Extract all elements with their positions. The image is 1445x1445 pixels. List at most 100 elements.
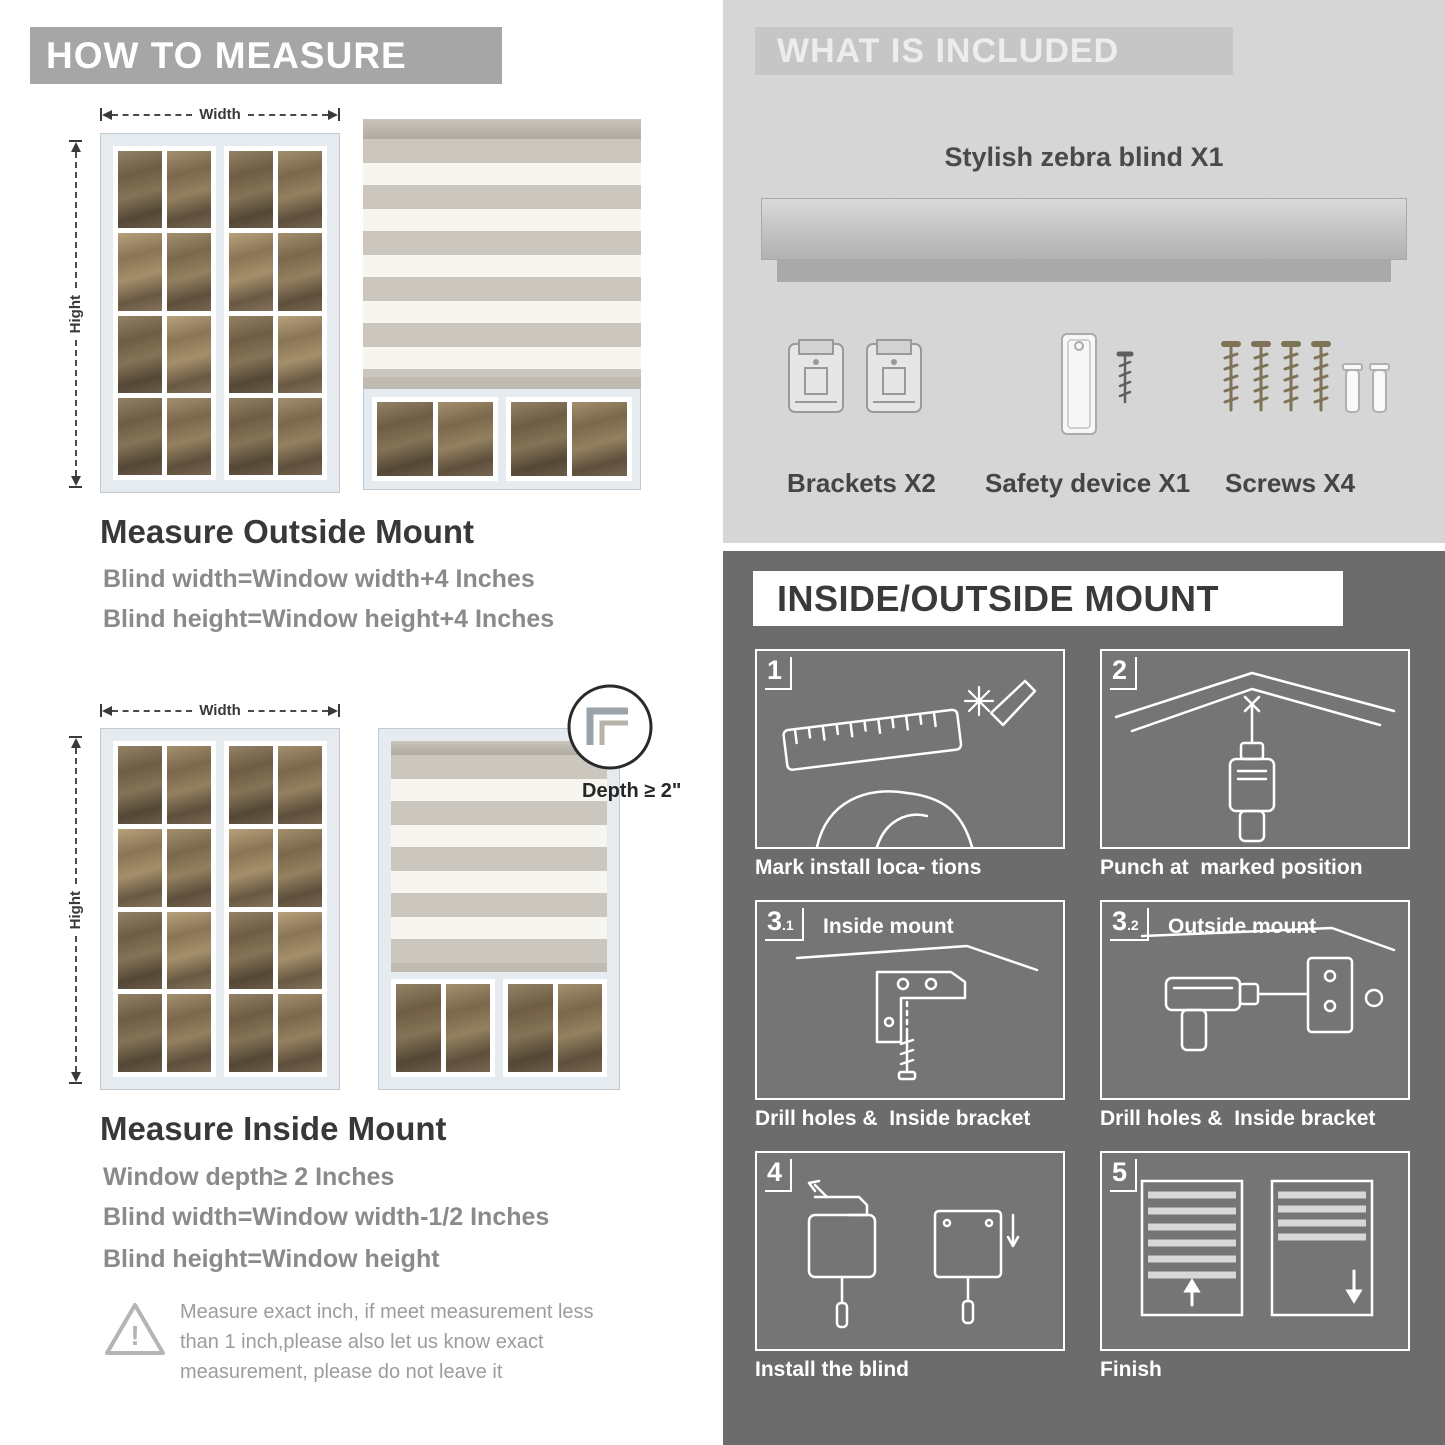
window-sash: [372, 397, 498, 481]
install-blind-illustration: [807, 1179, 1020, 1329]
step-panel-frame: 2: [1100, 649, 1410, 849]
window-pane: [118, 911, 162, 990]
width-arrow: Width: [100, 702, 341, 719]
inside-outside-mount-banner: INSIDE/OUTSIDE MOUNT: [753, 571, 1343, 626]
window-pane: [511, 402, 567, 476]
arrow-tick: [338, 108, 341, 121]
warning-icon: !: [103, 1300, 167, 1363]
arrow-line: [247, 709, 329, 712]
window-pane: [377, 402, 433, 476]
depth-label: Depth ≥ 2": [582, 780, 682, 802]
window-pane: [167, 994, 211, 1072]
arrow-tick: [100, 108, 102, 121]
window-illustration-outside: [100, 133, 340, 493]
width-label: Width: [199, 702, 241, 719]
window-pane: [167, 828, 211, 907]
arrow-tick: [338, 704, 341, 717]
outside-mount-bracket-illustration: [1140, 926, 1396, 1052]
arrow-line: [112, 709, 193, 712]
window-pane: [118, 828, 162, 907]
arrow-left-icon: [102, 705, 112, 716]
outside-mount-title: Measure Outside Mount: [100, 513, 475, 550]
blind-product-label: Stylish zebra blind X1: [944, 142, 1224, 172]
zebra-blind-inside-illustration: [378, 728, 620, 1090]
window-pane: [229, 994, 273, 1072]
window-pane: [229, 233, 273, 311]
step-panel-frame: 3.2 Outside mount: [1100, 900, 1410, 1100]
left-panel: HOW TO MEASURE Width Hight: [0, 0, 710, 1445]
mark-location-illustration: [782, 679, 1037, 847]
window-pane: [557, 984, 602, 1072]
arrow-tick: [69, 736, 82, 738]
zebra-blind-outside-illustration: [363, 119, 641, 490]
height-label: Hight: [67, 294, 84, 334]
window-pane: [229, 828, 273, 907]
window-pane: [437, 402, 493, 476]
included-section: WHAT IS INCLUDED Stylish zebra blind X1: [723, 0, 1445, 543]
window-pane: [229, 397, 273, 475]
step-panel-frame: 1: [755, 649, 1065, 849]
window-pane: [278, 233, 322, 311]
window-pane: [278, 994, 322, 1072]
window-pane: [167, 151, 211, 229]
punch-position-illustration: [1114, 671, 1396, 843]
arrow-down-icon: [70, 1072, 81, 1083]
outside-formula-height: Blind height=Window height+4 Inches: [103, 605, 555, 633]
window-pane: [167, 911, 211, 990]
mount-steps-grid: 1 Mark install loca- tions: [755, 649, 1410, 1382]
step-title: Outside mount: [1168, 915, 1317, 938]
window-pane: [167, 746, 211, 824]
step-panel-5: 5 Finish: [1100, 1151, 1410, 1382]
blind-bottom-rail: [391, 963, 607, 972]
step-number: 1: [765, 657, 793, 690]
mount-section: INSIDE/OUTSIDE MOUNT: [723, 551, 1445, 1445]
step-panel-4: 4 Install the blind: [755, 1151, 1065, 1382]
inside-mount-bracket-illustration: [795, 944, 1039, 1081]
headrail-image: [761, 198, 1407, 260]
bracket-icon: [788, 339, 844, 413]
window-sash: [224, 741, 327, 1077]
window-below-blind: [391, 972, 607, 1077]
bracket-icon: [866, 339, 922, 413]
window-pane: [167, 315, 211, 393]
arrow-line: [74, 748, 77, 884]
step-number: 3.2: [1110, 908, 1149, 941]
height-label: Hight: [67, 890, 84, 930]
step-caption: Mark install loca- tions: [755, 856, 982, 879]
window-sash: [391, 979, 495, 1077]
height-arrow: Hight: [67, 140, 84, 489]
width-label: Width: [199, 106, 241, 123]
blind-valance: [363, 119, 641, 139]
step-caption: Install the blind: [755, 1358, 910, 1381]
warning-text: Measure exact inch, if meet measurement …: [180, 1301, 594, 1383]
step-panel-2: 2 Punch at marked position: [1100, 649, 1410, 880]
step-number: 2: [1110, 657, 1138, 690]
screws-image: [1215, 334, 1397, 443]
window-sash: [506, 397, 632, 481]
blind-bottom-rail: [363, 377, 641, 389]
window-below-blind: [363, 389, 641, 490]
window-sash: [113, 146, 216, 480]
step-panel-frame: 4: [755, 1151, 1065, 1351]
arrow-up-icon: [70, 142, 81, 152]
depth-annotation-circle: [566, 683, 654, 771]
arrow-tick: [100, 704, 102, 717]
window-pane: [278, 911, 322, 990]
arrow-tick: [69, 1082, 82, 1085]
finish-blinds-illustration: [1140, 1179, 1374, 1317]
inside-formula-height: Blind height=Window height: [103, 1245, 440, 1273]
blind-stripes: [391, 755, 607, 963]
window-pane: [118, 397, 162, 475]
step-panel-3-1: 3.1 Inside mount Drill holes & Inside br…: [755, 900, 1065, 1131]
outside-formula-width: Blind width=Window width+4 Inches: [103, 565, 535, 593]
arrow-tick: [69, 140, 82, 142]
window-pane: [278, 746, 322, 824]
window-pane: [571, 402, 627, 476]
window-pane: [229, 315, 273, 393]
arrow-line: [74, 152, 77, 288]
window-pane: [278, 828, 322, 907]
item-label-brackets: Brackets X2: [787, 468, 936, 498]
svg-text:!: !: [130, 1320, 139, 1351]
window-sash: [113, 741, 216, 1077]
